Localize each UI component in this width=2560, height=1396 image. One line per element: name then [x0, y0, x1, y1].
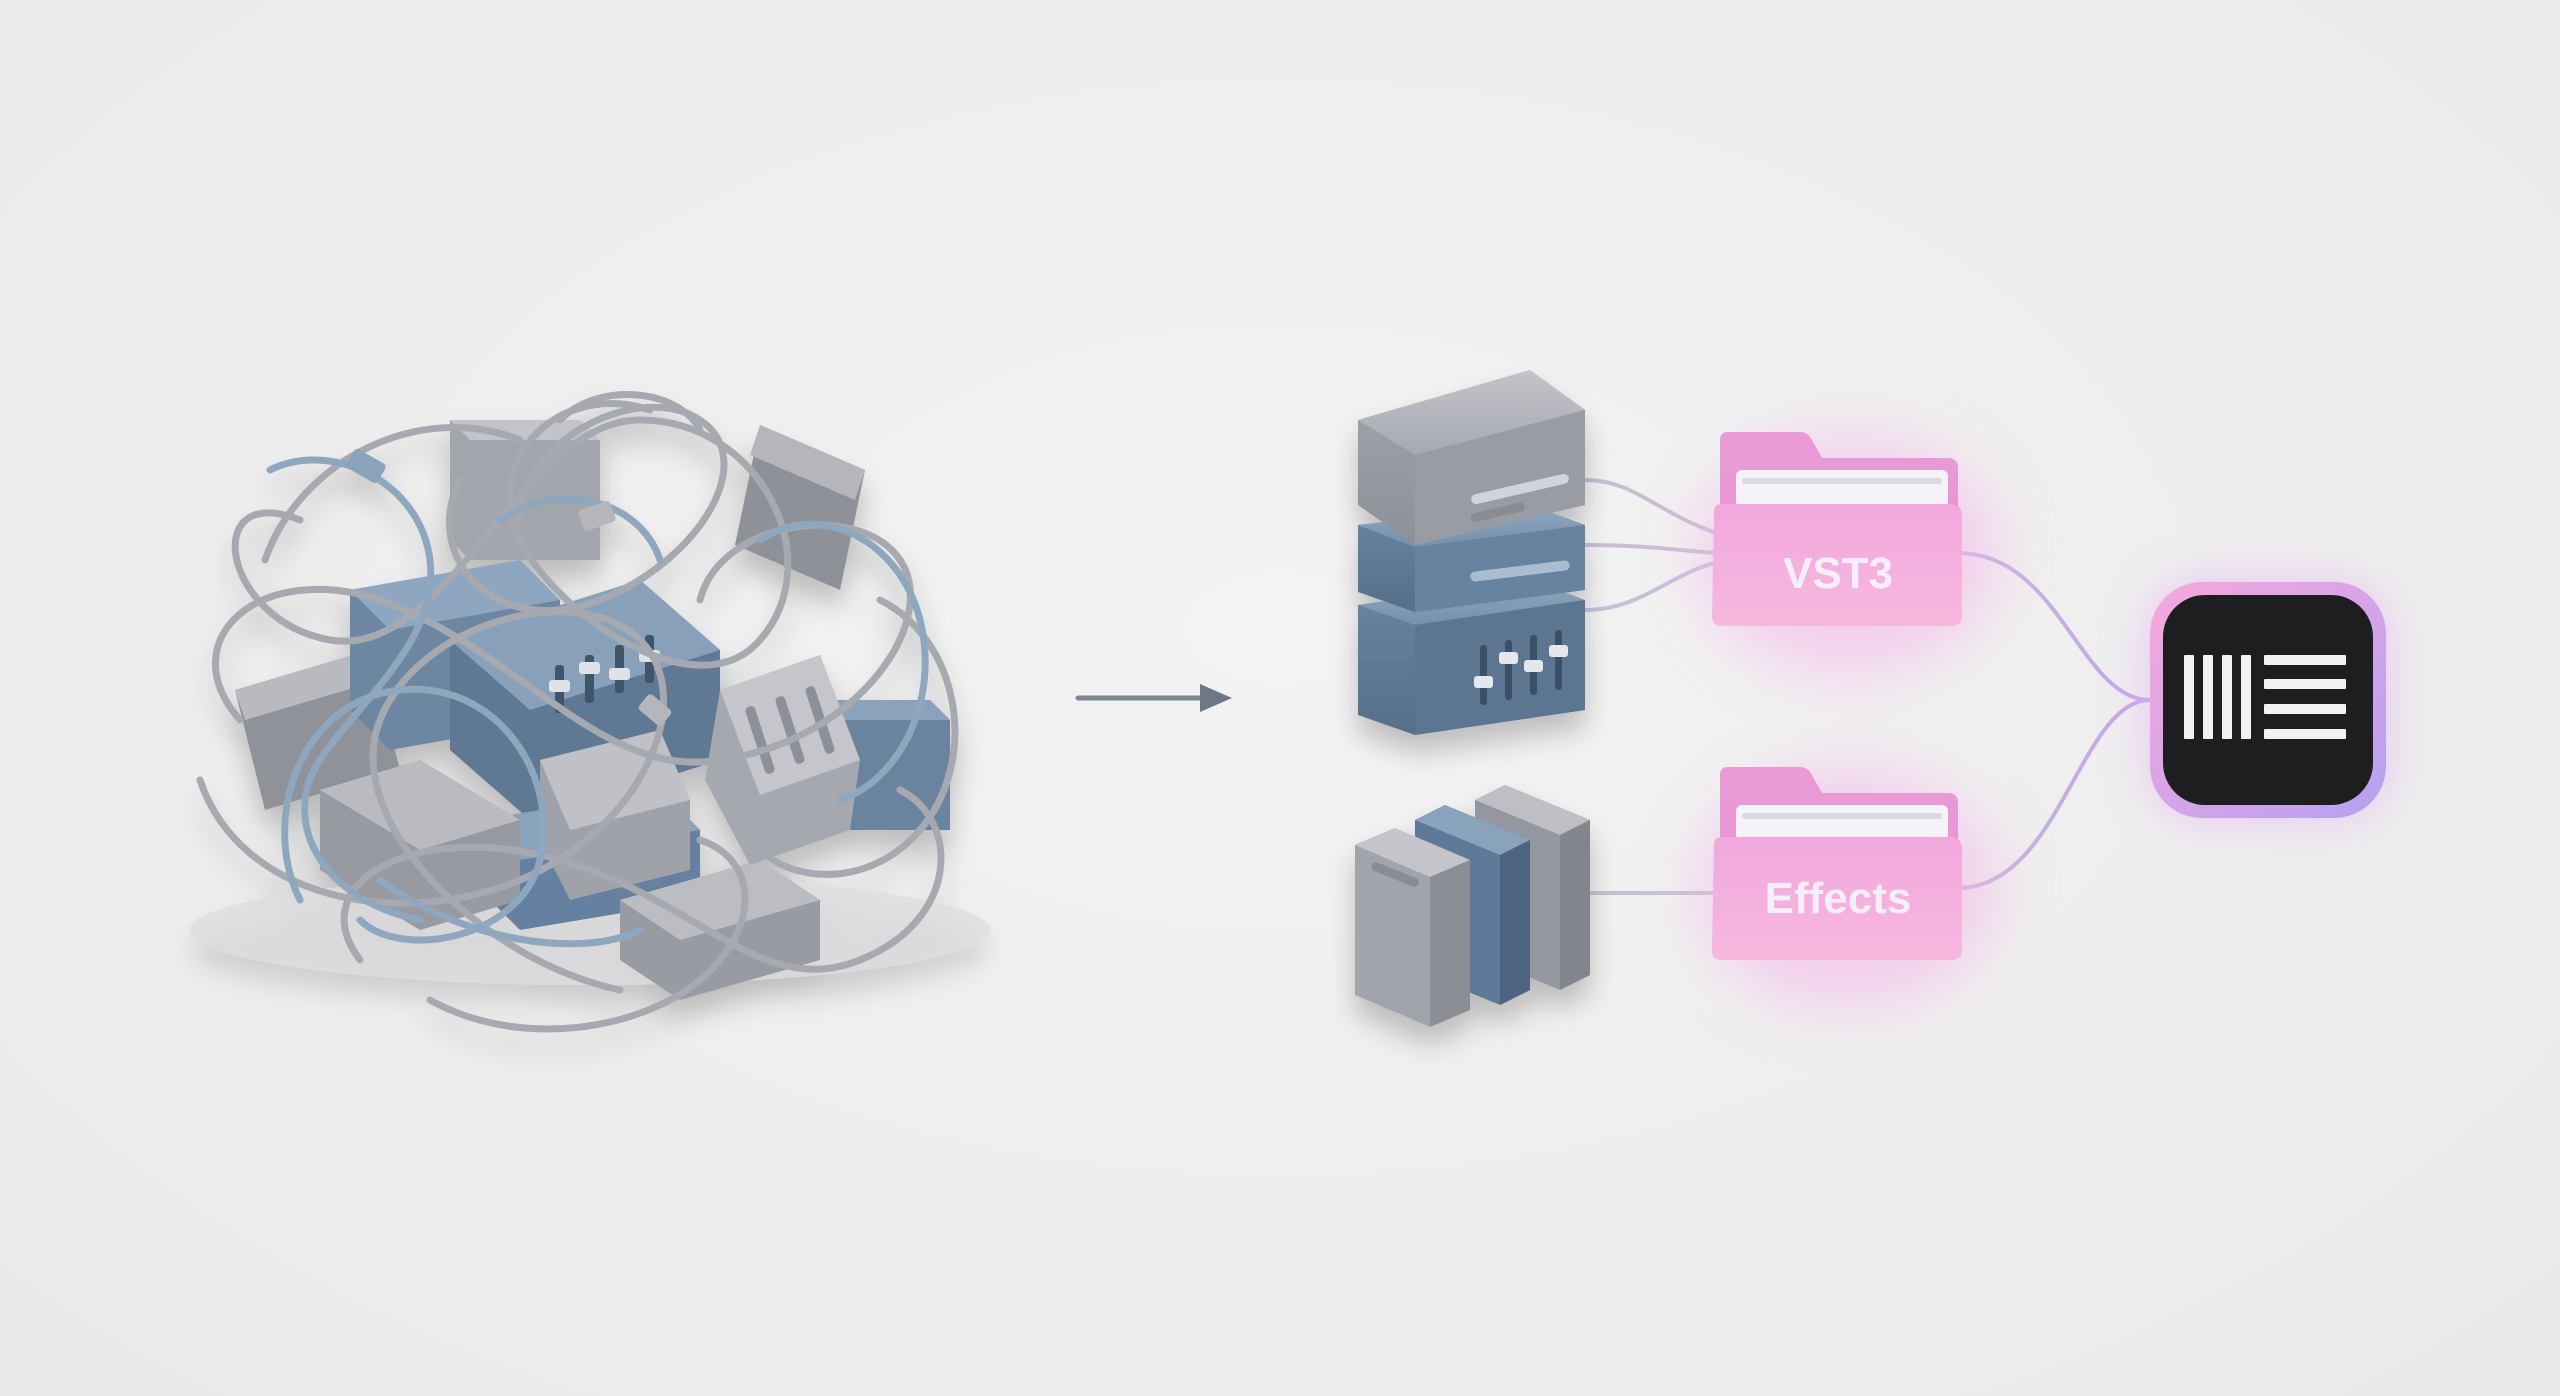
folder-vst3: VST3	[1698, 432, 1998, 675]
app-logo-mark	[2184, 655, 2346, 739]
stack-block-gray-top	[1358, 370, 1585, 545]
tangled-cables-icon	[190, 391, 990, 1033]
folder-label-effects: Effects	[1765, 874, 1912, 923]
ableton-live-logo-icon	[2150, 582, 2386, 818]
fader-controls-stack	[1474, 630, 1568, 705]
cables	[196, 391, 959, 1033]
effects-plugin-blocks	[1355, 785, 1590, 1027]
pile-box-gray-front-left	[320, 760, 520, 930]
pile-box-gray-front-bottom	[620, 860, 820, 1000]
effects-block-gray-front	[1355, 828, 1470, 1027]
right-arrow-icon	[1075, 684, 1232, 712]
pile-box-gray-lined	[705, 655, 860, 865]
pile-box-gray-back-right	[735, 425, 865, 590]
folder-label-vst3: VST3	[1783, 549, 1893, 598]
plugin-stack	[1358, 370, 1585, 735]
folder-effects: Effects	[1698, 767, 1998, 1008]
